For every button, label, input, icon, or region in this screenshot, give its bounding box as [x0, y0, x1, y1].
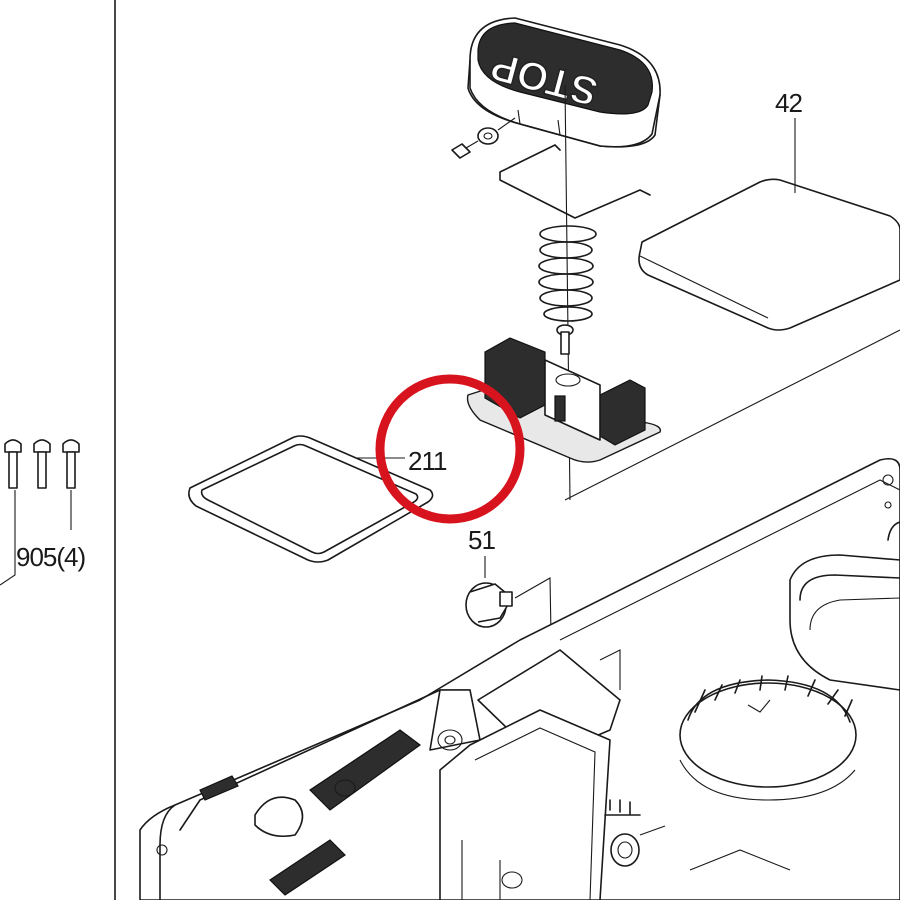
stop-button-top-face — [477, 22, 653, 115]
compression-spring[interactable] — [538, 225, 597, 322]
connector-pins — [604, 799, 666, 867]
wire-spring-link[interactable] — [499, 144, 651, 219]
housing-rib — [309, 729, 422, 811]
pin-and-washer[interactable] — [451, 117, 516, 159]
screw-1 — [4, 439, 22, 489]
housing-inner-recess — [439, 709, 611, 900]
part-label-42: 42 — [775, 88, 802, 118]
spring-retaining-screw[interactable] — [556, 324, 574, 355]
screw-set-905[interactable] — [0, 439, 80, 586]
highlight-circle — [375, 374, 525, 524]
stop-button-housing[interactable] — [466, 337, 661, 463]
gasket-211[interactable] — [188, 435, 434, 563]
housing-side-pocket — [789, 554, 900, 691]
screw-leader-line — [0, 490, 16, 586]
screw-2 — [33, 439, 51, 489]
knob-51[interactable] — [465, 556, 556, 861]
button-axis-base-line — [564, 329, 900, 501]
part-label-905: 905(4) — [16, 542, 85, 572]
main-housing[interactable] — [139, 457, 900, 900]
housing-round-socket — [679, 682, 857, 788]
screw-3 — [62, 439, 80, 489]
stop-button-cap[interactable]: STOP — [467, 17, 661, 148]
part-label-51: 51 — [468, 525, 495, 555]
cover-plate-42[interactable] — [638, 118, 900, 331]
part-label-211: 211 — [408, 446, 447, 476]
